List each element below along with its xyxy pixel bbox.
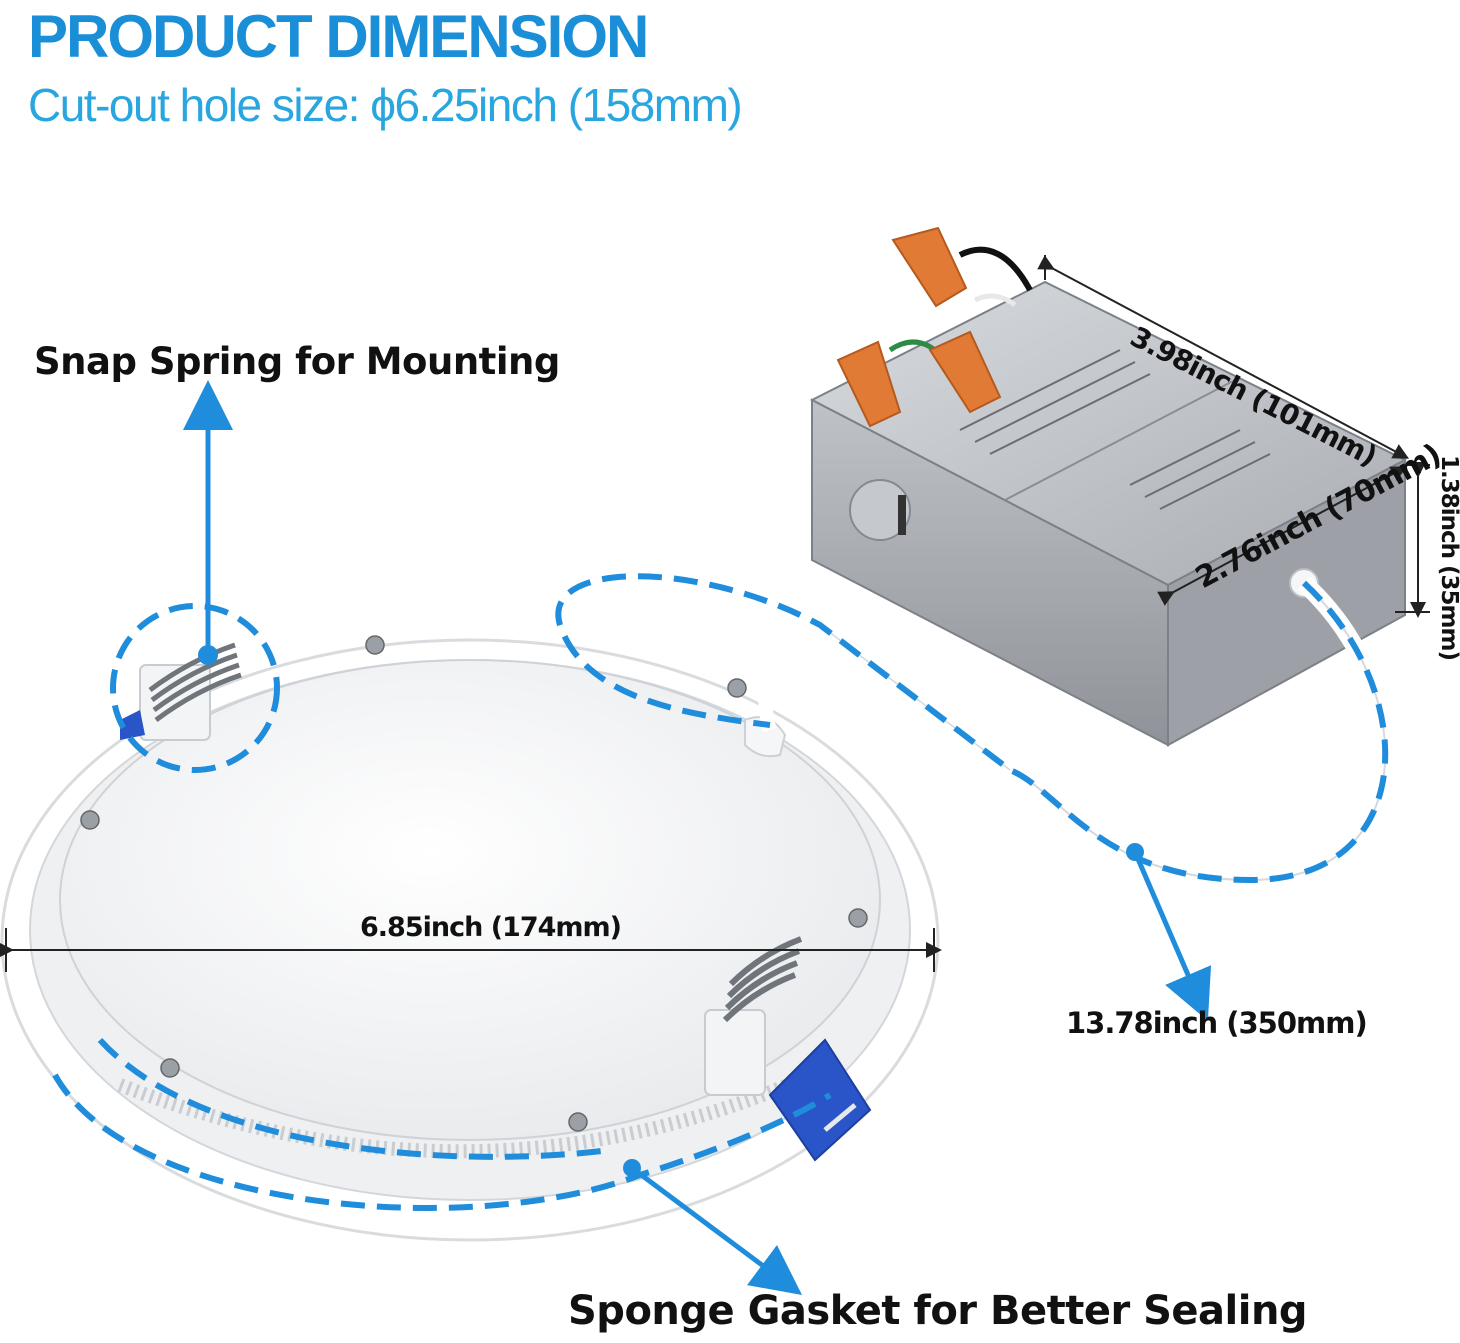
highlight-dashes (52, 573, 1389, 1211)
panel-diameter-label: 6.85inch (174mm) (360, 912, 622, 943)
spring-top (120, 642, 242, 741)
snap-spring-callout: Snap Spring for Mounting (34, 340, 560, 383)
box-height-label: 1.38inch (35mm) (1436, 455, 1460, 660)
page-title: PRODUCT DIMENSION (28, 3, 649, 70)
junction-box (809, 226, 1408, 747)
led-panel (0, 635, 940, 1242)
sponge-gasket-callout: Sponge Gasket for Better Sealing (568, 1288, 1308, 1334)
cutout-size-subtitle: Cut-out hole size: ϕ6.25inch (158mm) (28, 79, 743, 131)
cable-length-label: 13.78inch (350mm) (1066, 1006, 1368, 1040)
